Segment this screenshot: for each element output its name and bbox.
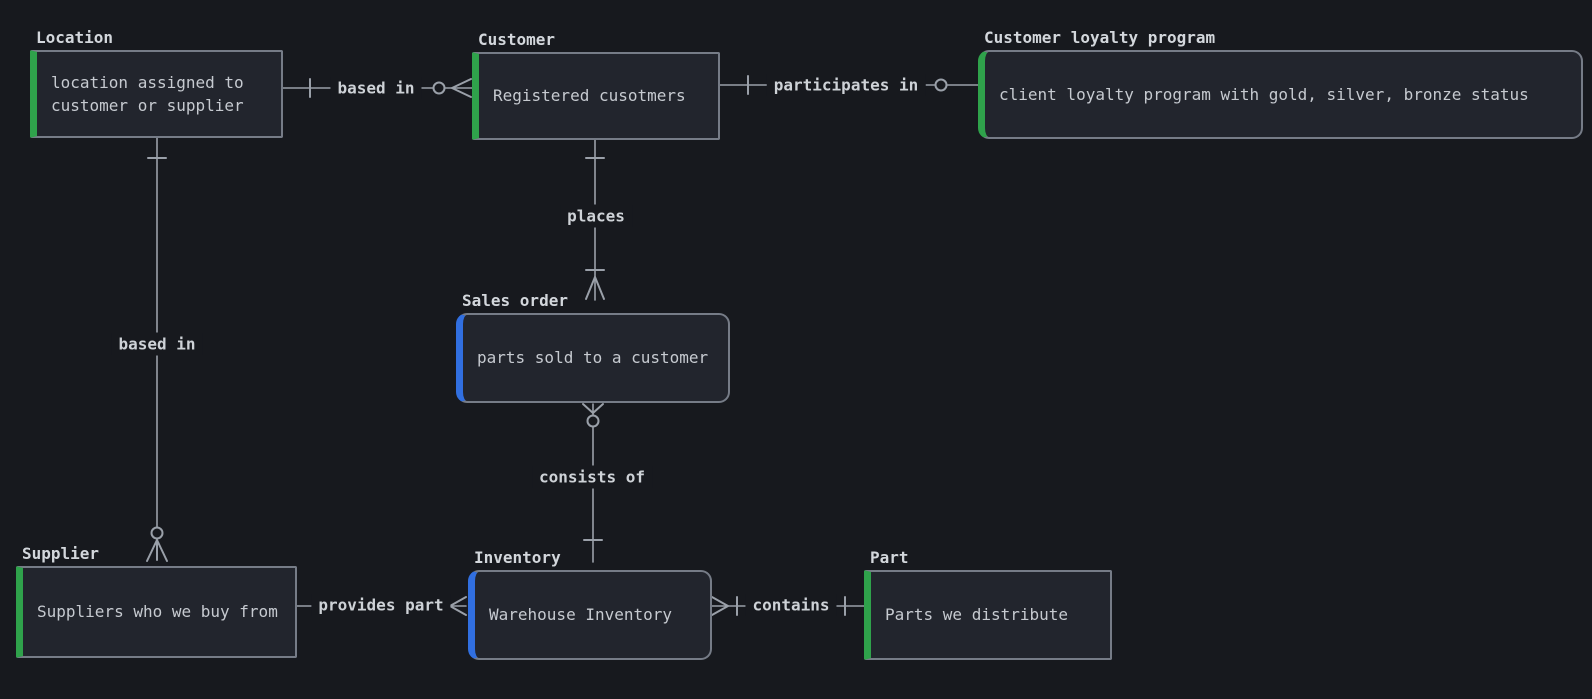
crows-foot-icon [585,276,605,300]
crows-foot-icon [449,596,467,616]
relationship-label-based-in-supplier: based in [111,332,203,356]
entity-sales-order: Sales order parts sold to a customer [456,291,730,403]
entity-box: Warehouse Inventory [468,570,712,660]
crows-foot-icon [711,596,729,616]
entity-supplier: Supplier Suppliers who we buy from [16,544,297,658]
entity-customer-loyalty-program: Customer loyalty program client loyalty … [978,28,1583,139]
entity-title: Part [870,548,909,567]
entity-description: Warehouse Inventory [489,605,673,625]
entity-title: Supplier [22,544,100,563]
entity-title: Inventory [474,548,561,567]
relationship-label-places: places [560,204,632,228]
crows-foot-icon [146,539,168,562]
entity-title: Customer [478,30,556,49]
entity-description: location assigned to customer or supplie… [51,72,244,115]
zero-circle-icon [934,78,948,92]
entity-location: Location location assigned to customer o… [30,28,283,138]
relationship-label-participates-in: participates in [766,73,926,97]
crows-foot-icon [451,78,472,98]
entity-box: Parts we distribute [864,570,1112,660]
entity-title: Sales order [462,291,568,310]
zero-circle-icon [432,81,446,95]
entity-description: Parts we distribute [885,605,1069,625]
entity-box: parts sold to a customer [456,313,730,403]
entity-box: Suppliers who we buy from [16,566,297,658]
entity-inventory: Inventory Warehouse Inventory [468,548,712,660]
entity-description: Registered cusotmers [493,86,686,106]
zero-circle-icon [586,414,600,428]
entity-description: parts sold to a customer [477,348,709,368]
entity-title: Customer loyalty program [984,28,1216,47]
entity-description: client loyalty program with gold, silver… [999,84,1529,104]
zero-circle-icon [150,526,164,540]
entity-box: location assigned to customer or supplie… [30,50,283,138]
entity-title: Location [36,28,114,47]
entity-box: client loyalty program with gold, silver… [978,50,1583,139]
relationship-label-contains: contains [745,593,837,617]
relationship-label-based-in: based in [330,76,422,100]
relationship-label-provides-part: provides part [311,593,451,617]
crows-foot-icon [582,403,604,414]
entity-customer: Customer Registered cusotmers [472,30,720,140]
relationship-label-consists-of: consists of [532,465,652,489]
entity-part: Part Parts we distribute [864,548,1112,660]
entity-box: Registered cusotmers [472,52,720,140]
entity-description: Suppliers who we buy from [37,602,278,622]
